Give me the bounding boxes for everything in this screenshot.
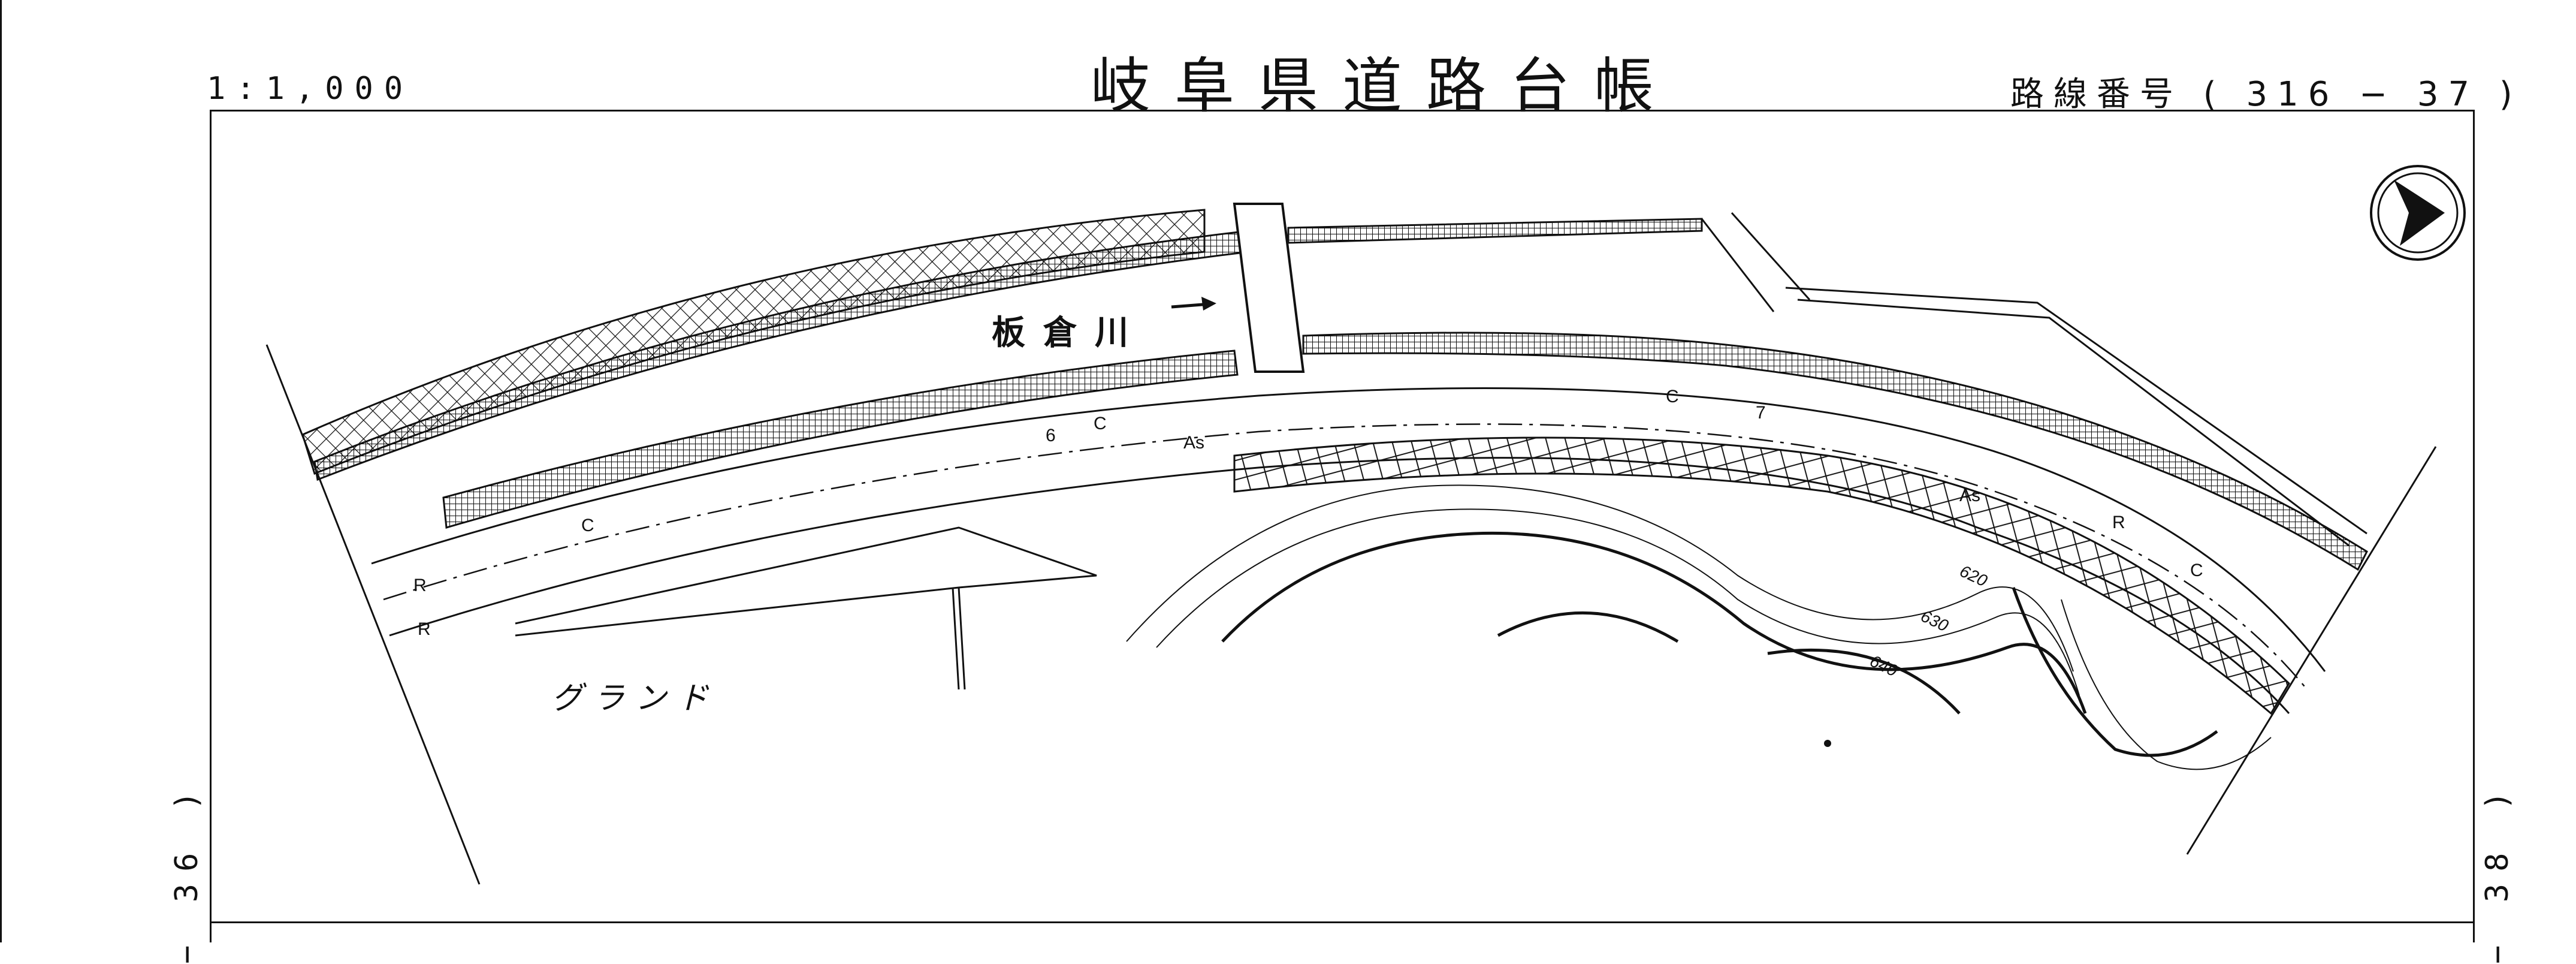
page-title: 岐阜県道路台帳 bbox=[1091, 51, 1678, 121]
embankment-right-upper bbox=[1785, 287, 2367, 547]
contour-line-5-bold bbox=[1767, 648, 1961, 715]
r-label-3: R bbox=[2112, 513, 2125, 532]
r-label-2: R bbox=[418, 619, 431, 639]
river-name-label: 板倉川 bbox=[992, 313, 1146, 353]
road-bank-grid-left bbox=[442, 350, 1239, 529]
frame-left-line bbox=[210, 110, 212, 942]
frame-bottom-line bbox=[210, 921, 2475, 923]
north-arrow-icon bbox=[2370, 165, 2466, 261]
slope-hatch-area bbox=[1233, 436, 2290, 715]
bridge-structure bbox=[1233, 203, 1305, 373]
width-7-label: 7 bbox=[1756, 403, 1766, 423]
curb-c-label-1: C bbox=[1094, 414, 1107, 433]
contour-line-3-bold bbox=[1221, 531, 2087, 714]
page-edge-line bbox=[0, 0, 2, 942]
width-6-label: 6 bbox=[1046, 426, 1056, 445]
route-number: 路線番号 ( 316 − 37 ) bbox=[2010, 75, 2522, 114]
curb-c-label-4: C bbox=[2190, 561, 2203, 580]
curb-c-label-2: C bbox=[581, 516, 594, 535]
survey-point bbox=[1824, 740, 1831, 747]
river-bank-grid-right-upper bbox=[1287, 218, 1703, 244]
surface-as-label-1: As bbox=[1183, 433, 1205, 453]
road-map-drawing bbox=[265, 165, 2466, 885]
contour-line-6 bbox=[2012, 587, 2218, 757]
contour-line-2 bbox=[1156, 508, 2080, 696]
contour-line-1 bbox=[1126, 484, 2074, 672]
frame-right-line bbox=[2473, 110, 2475, 942]
ground-label: グランド bbox=[551, 680, 720, 716]
surface-as-label-2: As bbox=[1959, 486, 1981, 505]
flow-arrow-icon bbox=[1171, 297, 1216, 311]
contour-line-7 bbox=[2061, 599, 2272, 770]
map-scale: 1:1,000 bbox=[207, 71, 414, 107]
road-centerline bbox=[383, 423, 2308, 690]
road-edge-outer bbox=[371, 387, 2326, 672]
right-boundary-line bbox=[2186, 446, 2437, 855]
frame-top-line bbox=[210, 110, 2475, 112]
road-bank-grid-right bbox=[1302, 332, 2368, 571]
river-channel-line bbox=[1701, 212, 1811, 312]
r-label-1: R bbox=[413, 576, 427, 595]
curb-c-label-3: C bbox=[1666, 387, 1679, 406]
ground-boundary bbox=[515, 526, 1097, 690]
contour-line-4 bbox=[1497, 611, 1679, 643]
